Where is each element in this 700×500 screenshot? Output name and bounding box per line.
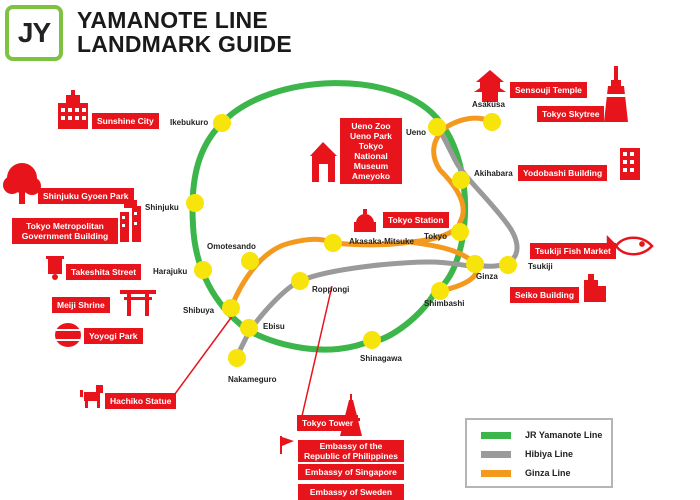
label-meiji-shrine: Meiji Shrine — [52, 297, 110, 313]
yamanote-line — [189, 80, 469, 353]
legend-label-ginza: Ginza Line — [525, 468, 571, 478]
station-dot-ueno — [428, 118, 446, 136]
station-dot-shibuya — [222, 299, 240, 317]
station-label-ebisu: Ebisu — [263, 322, 285, 331]
label-ameyoko: Ameyoko — [351, 171, 391, 181]
legend-item-hibiya: Hibiya Line — [481, 449, 573, 459]
station-label-roppongi: Roppongi — [312, 285, 350, 294]
label-ueno-landmarks: Ueno Zoo Ueno Park Tokyo National Museum… — [340, 118, 402, 184]
label-tokyo-national-museum-2: National — [354, 151, 388, 161]
label-sunshine-city: Sunshine City — [92, 113, 159, 129]
meiji-shrine-torii-icon — [120, 290, 156, 316]
label-yoyogi-park: Yoyogi Park — [84, 328, 143, 344]
label-embassy-singapore: Embassy of Singapore — [298, 464, 404, 480]
station-dot-ginza — [466, 255, 484, 273]
label-ueno-park: Ueno Park — [349, 131, 393, 141]
takeshita-street-icon — [46, 256, 64, 280]
station-dot-ikebukuro — [213, 114, 231, 132]
label-shinjuku-gyoen-park: Shinjuku Gyoen Park — [38, 188, 134, 204]
label-hachiko-statue: Hachiko Statue — [105, 393, 177, 409]
label-takeshita-street: Takeshita Street — [66, 264, 142, 280]
label-tsukiji-fish-market: Tsukiji Fish Market — [530, 243, 616, 259]
label-sensouji-temple: Sensouji Temple — [510, 82, 587, 98]
station-label-ueno: Ueno — [406, 128, 426, 137]
label-yodobashi-building: Yodobashi Building — [518, 165, 608, 181]
station-dot-tsukiji — [499, 256, 517, 274]
hachiko-dog-icon — [80, 385, 103, 408]
station-label-akasaka-mitsuke: Akasaka-Mitsuke — [349, 237, 414, 246]
legend-item-yamanote: JR Yamanote Line — [481, 430, 602, 440]
sunshine-city-icon — [58, 90, 88, 129]
shinjuku-gyoen-tree-icon — [3, 163, 41, 204]
station-label-shinagawa: Shinagawa — [360, 354, 402, 363]
label-tokyo-national-museum-3: Museum — [353, 161, 389, 171]
label-tokyo-tower: Tokyo Tower — [297, 415, 359, 431]
page-title: YAMANOTE LINE LANDMARK GUIDE — [77, 8, 292, 56]
label-embassy-philippines-1: Embassy of the — [319, 441, 383, 451]
tokyo-station-icon — [354, 209, 376, 232]
station-label-tokyo: Tokyo — [424, 232, 447, 241]
label-metropolitan-government-2: Government Building — [21, 231, 109, 241]
station-label-shinjuku: Shinjuku — [145, 203, 179, 212]
station-label-tsukiji: Tsukiji — [528, 262, 553, 271]
station-dot-shinjuku — [186, 194, 204, 212]
legend-item-ginza: Ginza Line — [481, 468, 571, 478]
station-label-harajuku: Harajuku — [153, 267, 188, 276]
metropolitan-government-icon — [120, 200, 141, 242]
label-metropolitan-government: Tokyo Metropolitan Government Building — [12, 218, 118, 244]
station-dot-harajuku — [194, 261, 212, 279]
station-dot-nakameguro — [228, 349, 246, 367]
legend-swatch-yamanote — [481, 431, 511, 439]
label-seiko-building: Seiko Building — [510, 287, 580, 303]
label-tokyo-station: Tokyo Station — [383, 212, 449, 228]
station-label-nakameguro: Nakameguro — [228, 375, 277, 384]
jy-logo: JY — [5, 5, 63, 61]
label-ueno-zoo: Ueno Zoo — [351, 121, 391, 131]
station-dot-shinagawa — [363, 331, 381, 349]
seiko-building-icon — [584, 274, 606, 302]
yoyogi-park-barrel-icon — [55, 323, 81, 347]
legend-label-yamanote: JR Yamanote Line — [525, 430, 603, 440]
station-label-shibuya: Shibuya — [183, 306, 215, 315]
station-dot-shimbashi — [431, 282, 449, 300]
station-label-ginza: Ginza — [476, 272, 498, 281]
station-dot-omotesando — [241, 252, 259, 270]
station-label-shimbashi: Shimbashi — [424, 299, 465, 308]
label-embassy-philippines: Embassy of the Republic of Philippines — [298, 440, 404, 462]
station-dot-roppongi — [291, 272, 309, 290]
station-dot-akasaka — [324, 234, 342, 252]
sensouji-temple-icon — [474, 70, 506, 102]
label-metropolitan-government-1: Tokyo Metropolitan — [26, 221, 104, 231]
station-dot-akihabara — [452, 171, 470, 189]
station-label-ikebukuro: Ikebukuro — [170, 118, 209, 127]
station-label-asakusa: Asakusa — [472, 100, 505, 109]
title-line-1: YAMANOTE LINE — [77, 7, 268, 33]
station-label-omotesando: Omotesando — [207, 242, 256, 251]
label-tokyo-skytree: Tokyo Skytree — [537, 106, 605, 122]
label-embassy-sweden: Embassy of Sweden — [298, 484, 404, 500]
tokyo-skytree-icon — [604, 66, 628, 122]
station-dot-tokyo — [451, 223, 469, 241]
legend-swatch-hibiya — [481, 450, 511, 458]
station-dot-asakusa — [483, 113, 501, 131]
station-label-akihabara: Akihabara — [474, 169, 513, 178]
ueno-museum-icon — [310, 142, 337, 182]
legend-label-hibiya: Hibiya Line — [525, 449, 574, 459]
legend: JR Yamanote Line Hibiya Line Ginza Line — [465, 418, 613, 488]
roppongi-pointer — [301, 285, 333, 417]
flag-icon — [280, 436, 294, 454]
legend-swatch-ginza — [481, 469, 511, 477]
label-tokyo-national-museum-1: Tokyo — [358, 141, 384, 151]
station-dot-ebisu — [240, 319, 258, 337]
yodobashi-building-icon — [620, 148, 640, 180]
label-embassy-philippines-2: Republic of Philippines — [304, 451, 398, 461]
hachiko-pointer — [171, 314, 234, 399]
title-line-2: LANDMARK GUIDE — [77, 31, 292, 57]
